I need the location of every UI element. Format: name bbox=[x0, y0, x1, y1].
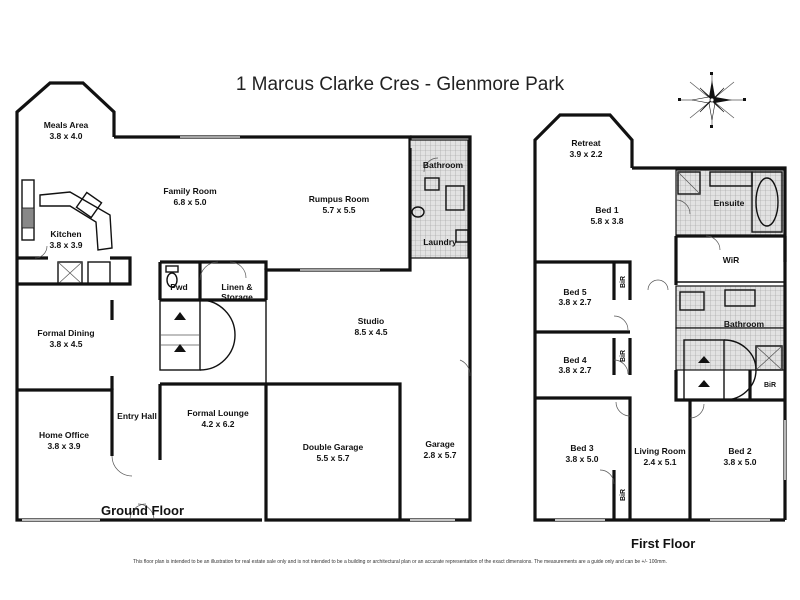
first-floor-label: First Floor bbox=[631, 536, 696, 551]
bir-label-bed3: BiR bbox=[620, 489, 627, 501]
room-dims-kitchen: 3.8 x 3.9 bbox=[49, 240, 82, 250]
room-name-kitchen: Kitchen bbox=[50, 229, 81, 239]
room-dims-home-office: 3.8 x 3.9 bbox=[47, 441, 80, 451]
room-name-bathroom-upper: Bathroom bbox=[724, 319, 765, 329]
room-name-bed2: Bed 2 bbox=[728, 446, 751, 456]
room-dims-bed2: 3.8 x 5.0 bbox=[723, 457, 756, 467]
ground-floor-label: Ground Floor bbox=[101, 503, 185, 518]
room-dims-bed3: 3.8 x 5.0 bbox=[565, 454, 598, 464]
room-name-linen: Linen & bbox=[221, 282, 252, 292]
room-dims-studio: 8.5 x 4.5 bbox=[354, 327, 387, 337]
plan-title: 1 Marcus Clarke Cres - Glenmore Park bbox=[235, 74, 565, 95]
room-dims-formal-lounge: 4.2 x 6.2 bbox=[201, 419, 234, 429]
room-name-storage: Storage bbox=[221, 292, 253, 302]
bir-label-bed4: BiR bbox=[620, 350, 627, 362]
room-dims-meals: 3.8 x 4.0 bbox=[49, 131, 82, 141]
bir-label-bed5: BiR bbox=[620, 276, 627, 288]
room-name-bed1: Bed 1 bbox=[595, 205, 618, 215]
ground-floor-plan bbox=[15, 81, 472, 522]
room-dims-formal-dining: 3.8 x 4.5 bbox=[49, 339, 82, 349]
room-dims-rumpus: 5.7 x 5.5 bbox=[322, 205, 355, 215]
room-name-studio: Studio bbox=[358, 316, 384, 326]
room-name-living: Living Room bbox=[634, 446, 686, 456]
room-name-entry-hall: Entry Hall bbox=[117, 411, 157, 421]
room-name-rumpus: Rumpus Room bbox=[309, 194, 370, 204]
room-name-wir: WiR bbox=[723, 255, 739, 265]
room-dims-bed1: 5.8 x 3.8 bbox=[590, 216, 623, 226]
room-name-double-garage: Double Garage bbox=[303, 442, 364, 452]
room-name-bed4: Bed 4 bbox=[563, 355, 586, 365]
room-name-garage: Garage bbox=[425, 439, 455, 449]
room-name-bed5: Bed 5 bbox=[563, 287, 586, 297]
disclaimer-text: This floor plan is intended to be an ill… bbox=[133, 559, 667, 565]
room-dims-family: 6.8 x 5.0 bbox=[173, 197, 206, 207]
room-name-family: Family Room bbox=[163, 186, 217, 196]
room-name-retreat: Retreat bbox=[571, 138, 600, 148]
room-dims-retreat: 3.9 x 2.2 bbox=[569, 149, 602, 159]
room-name-meals: Meals Area bbox=[44, 120, 89, 130]
room-name-formal-dining: Formal Dining bbox=[37, 328, 94, 338]
room-dims-double-garage: 5.5 x 5.7 bbox=[316, 453, 349, 463]
room-name-bathroom-ground: Bathroom bbox=[423, 160, 464, 170]
first-floor-plan bbox=[533, 113, 787, 522]
room-dims-bed4: 3.8 x 2.7 bbox=[558, 365, 591, 375]
room-dims-garage: 2.8 x 5.7 bbox=[423, 450, 456, 460]
bir-label-bed2: BiR bbox=[764, 382, 776, 389]
room-name-laundry: Laundry bbox=[423, 237, 457, 247]
room-dims-living: 2.4 x 5.1 bbox=[643, 457, 676, 467]
room-name-pwd: Pwd bbox=[170, 282, 187, 292]
room-name-bed3: Bed 3 bbox=[570, 443, 593, 453]
room-name-ensuite: Ensuite bbox=[714, 198, 745, 208]
compass-rose-icon bbox=[678, 72, 746, 128]
room-name-formal-lounge: Formal Lounge bbox=[187, 408, 249, 418]
room-dims-bed5: 3.8 x 2.7 bbox=[558, 297, 591, 307]
room-name-home-office: Home Office bbox=[39, 430, 89, 440]
